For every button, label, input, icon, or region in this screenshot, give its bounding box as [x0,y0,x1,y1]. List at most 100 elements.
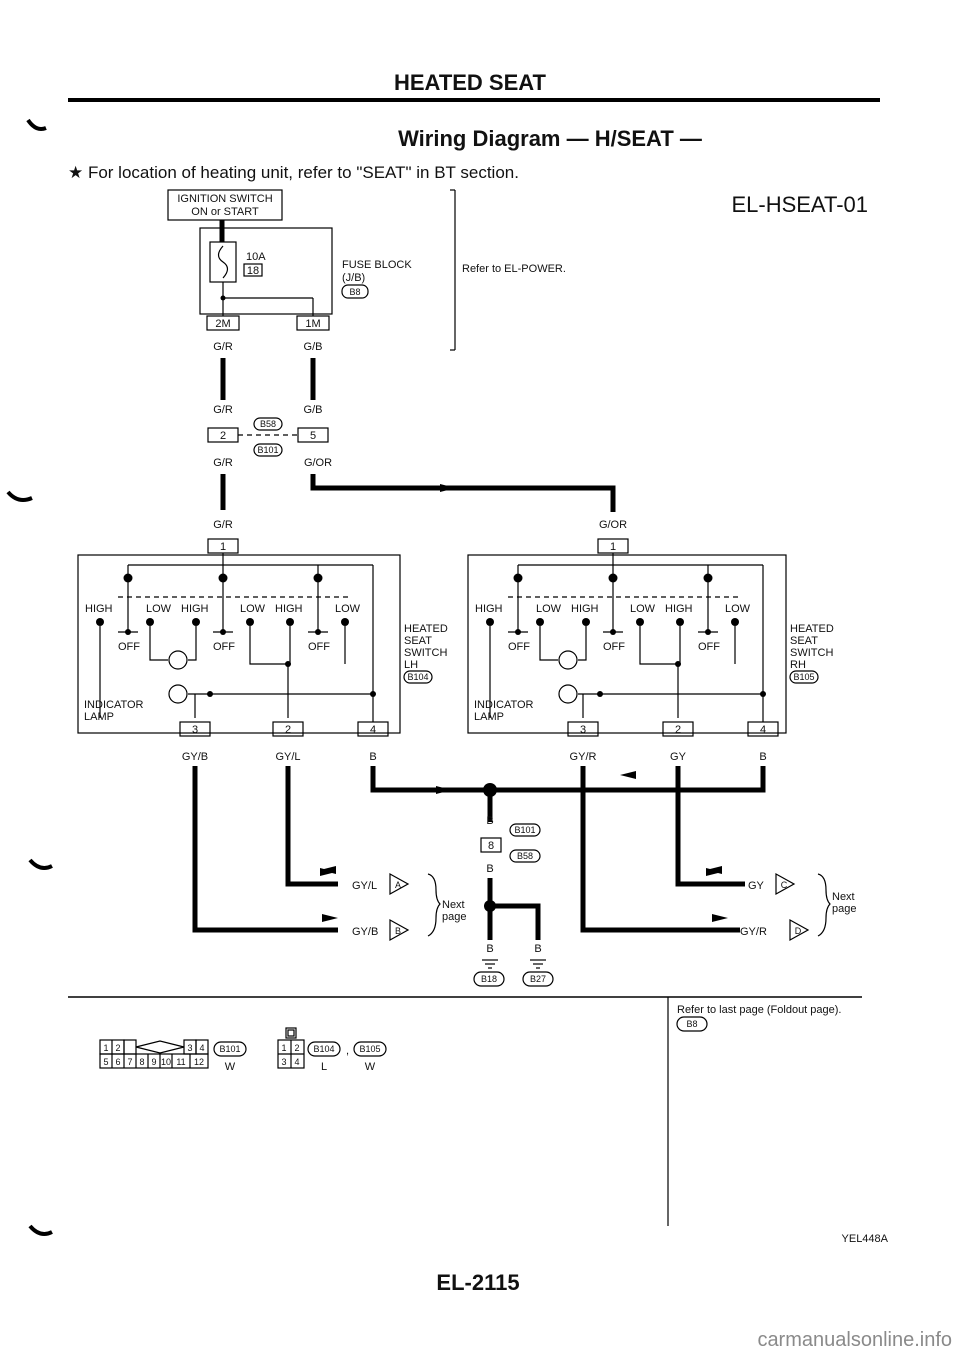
binding-mark [28,858,53,870]
next-gyl: GY/L [352,880,377,892]
switch-rh-pin2-box [662,721,694,737]
indicator-lamp-icon [558,684,578,704]
switch-rh-box [467,554,787,734]
arrow-icon [320,866,336,874]
conn-2m-box [206,315,240,331]
joint-b101: B101 [257,445,278,455]
switch-lh-mid-line [249,626,289,718]
b101-face-color: W [225,1061,236,1073]
diagram-code: EL-HSEAT-01 [731,192,868,217]
next-page-flag-icon [775,872,796,896]
wire-label-gor-1: G/OR [304,457,332,469]
next-page-flag-icon [389,918,410,942]
switch-lh-off-3: OFF [308,641,330,653]
arrow-icon [322,914,338,922]
fuse-no-box [243,263,263,277]
binding-mark [28,1224,53,1236]
b101-face-label: B101 [219,1044,240,1054]
wire-gor-run [310,474,616,512]
b101-pin: 3 [187,1043,192,1053]
switch-rh-pin3-box [567,721,599,737]
switch-lh-label-2: SEAT [404,635,432,647]
ground-b27: B27 [530,974,546,984]
switch-rh-high-3: HIGH [665,603,693,615]
switch-rh-low-2: LOW [630,603,656,615]
contact-dot [246,618,254,626]
joint-b58: B58 [260,419,276,429]
contact-dot [536,618,544,626]
next-page-flag-icon [389,872,410,896]
watermark: carmanualsonline.info [757,1329,952,1351]
wire-label-gr-2: G/R [213,404,233,416]
ignition-state-label: ON or START [191,206,259,218]
switch-lh-pin2-box [272,721,304,737]
contact-dot [96,618,104,626]
b101-pin: 1 [103,1043,108,1053]
ground-bus-wire [370,766,766,793]
ground-pin-8: 8 [488,840,494,852]
ground-icon [530,959,546,969]
location-note: ★ For location of heating unit, refer to… [68,163,519,182]
contact-dot [286,618,294,626]
wire-label-gb-2: G/B [304,404,323,416]
switch-lh: 1 HIGH LOW HIGH LOW HIGH LOW OFF OFF OFF [77,538,448,763]
ground-b58-oval [509,849,541,863]
joint-pin-5: 5 [310,430,316,442]
switch-lh-high-3: HIGH [275,603,303,615]
next-page-flag-icon [789,918,810,942]
indicator-lamp-icon [168,650,188,670]
b101-pin: 5 [103,1057,108,1067]
ground-b18-oval [473,971,505,987]
switch-rh-indicator-1: INDICATOR [474,699,534,711]
fuse-no: 18 [247,265,259,277]
wire-label-gr-4: G/R [213,519,233,531]
switch-rh-pin-1: 1 [610,541,616,553]
ground-icon [482,959,498,969]
b101-pin: 7 [127,1057,132,1067]
page-number: EL-2115 [436,1270,519,1295]
switch-rh-pin4-box [747,721,779,737]
switch-rh-label-1: HEATED [790,623,834,635]
ground-wire-b-3: B [486,943,493,955]
ground-b101: B101 [514,825,535,835]
connector-b8: B8 [686,1019,697,1029]
switch-lh-conn: B104 [407,672,428,682]
switch-rh-conn-oval [789,670,819,684]
conn-2m: 2M [215,318,230,330]
switch-rh-indicator-2: LAMP [474,711,504,723]
joint-b101-oval [253,443,283,457]
junction-dot [207,691,213,697]
joint-pin5-box [297,427,329,443]
fuse-junction-dot [220,295,226,301]
switch-rh-lamp-line [578,626,587,661]
ground-branch-wire [490,903,541,940]
refer-power: Refer to EL-POWER. [462,263,566,275]
next-label-2: Next [832,891,855,903]
b101-pin: 11 [176,1057,185,1067]
b101-pin: 4 [199,1043,204,1053]
b101-pin: 8 [139,1057,144,1067]
next-a: A [395,880,401,890]
switch-lh-low-line [149,626,168,661]
switch-lh-pin-4: 4 [370,724,376,736]
next-d: D [795,926,802,936]
binding-mark [6,490,33,502]
switch-lh-wire-3: GY/B [182,751,208,763]
next-gyr: GY/R [740,926,767,938]
ground-b58: B58 [517,851,533,861]
next-label-1: Next [442,899,465,911]
arrow-icon [620,771,636,779]
b104-pin: 4 [294,1057,299,1067]
connector-b104-face [277,1027,305,1069]
b104-pin: 1 [281,1043,286,1053]
switch-rh-wire-3: GY/R [570,751,597,763]
contact-dot [731,618,739,626]
fuse-symbol [217,245,229,279]
b104-comma: , [346,1045,349,1057]
b101-face-oval [213,1041,247,1057]
switch-lh-low-2: LOW [240,603,266,615]
switch-lh-node [218,573,228,583]
switch-rh-high-2: HIGH [571,603,599,615]
wire-label-gb-1: G/B [304,341,323,353]
